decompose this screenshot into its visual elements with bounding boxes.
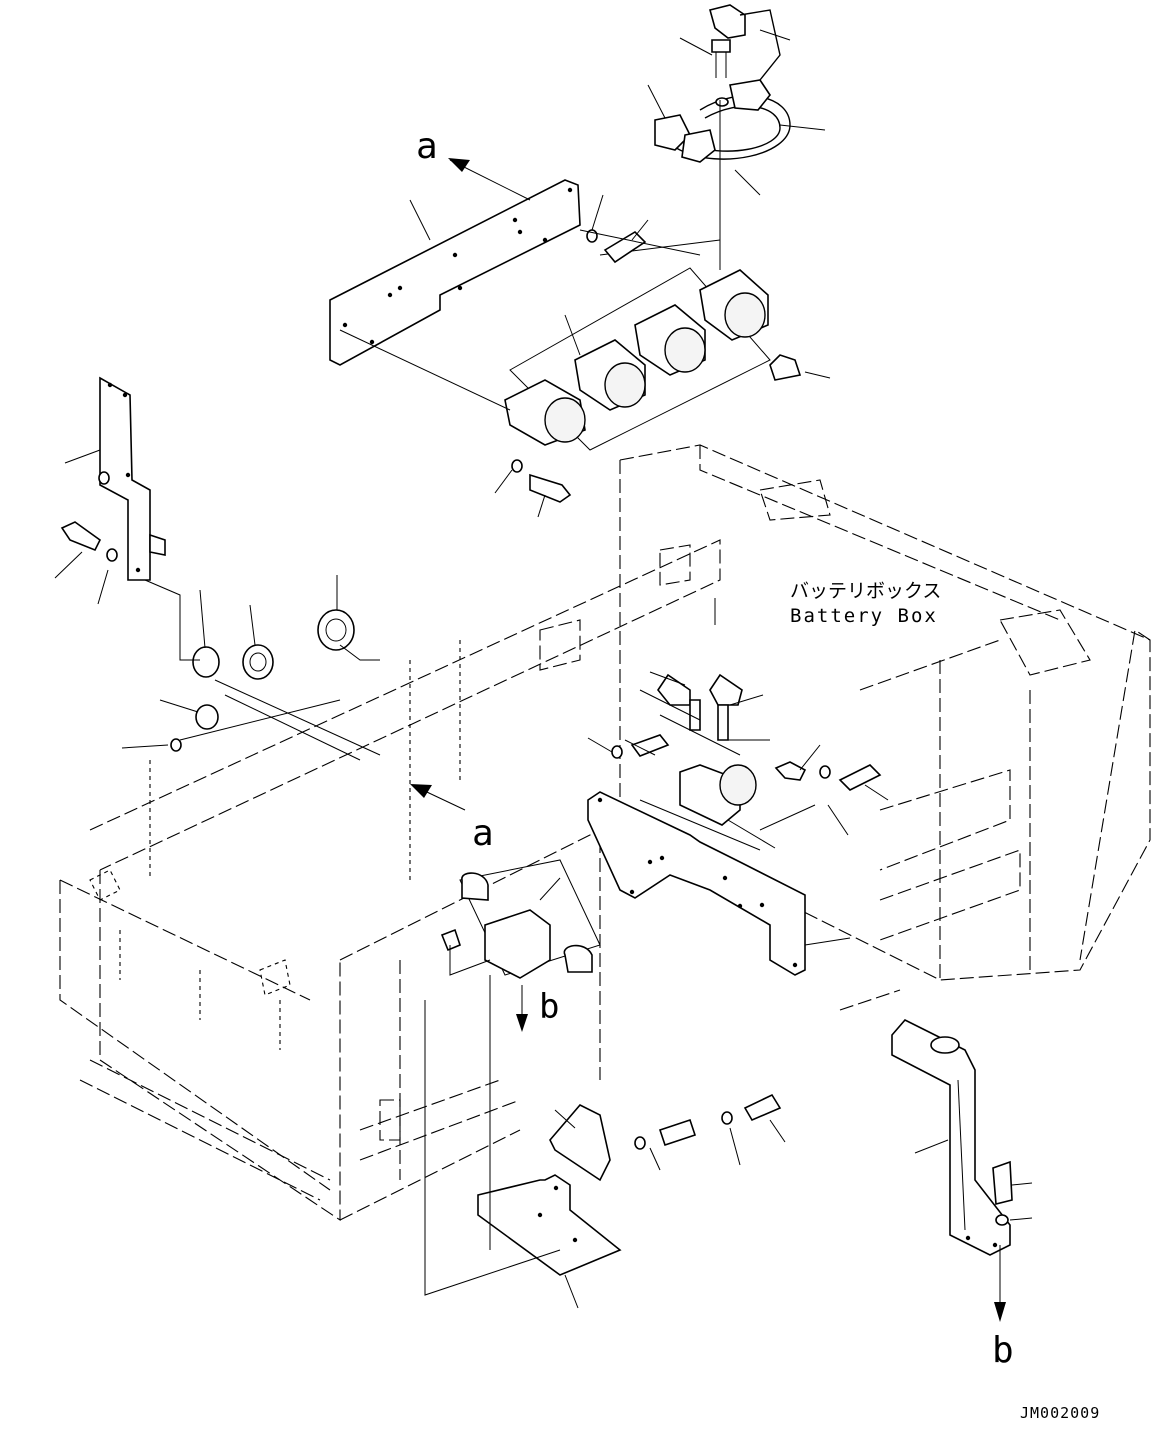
right-socket xyxy=(639,673,770,826)
plug-cable-assembly xyxy=(654,4,791,163)
drawing-code: JM002009 xyxy=(1020,1404,1100,1422)
arrow-b-right xyxy=(994,1245,1006,1322)
arrow-a-top xyxy=(448,158,531,201)
arrow-a-mid xyxy=(410,784,466,811)
lower-bracket xyxy=(477,1093,782,1276)
top-cover-plate xyxy=(329,179,581,366)
socket-2 xyxy=(574,339,646,411)
reference-label-b-mid: b xyxy=(539,987,559,1027)
chassis-frame xyxy=(59,539,901,1222)
left-bracket xyxy=(98,376,166,581)
socket-3 xyxy=(634,304,706,376)
plug-socket-row xyxy=(504,100,771,451)
left-bolt xyxy=(60,521,118,562)
hardware-right xyxy=(611,734,882,791)
battery-box-label-jp: バッテリボックス xyxy=(790,580,941,602)
reference-label-a-mid: a xyxy=(472,813,494,854)
reference-label-a-top: a xyxy=(416,126,438,167)
arrow-b-mid xyxy=(516,985,528,1032)
grommets xyxy=(170,609,355,752)
tall-bracket xyxy=(891,1019,1013,1256)
reference-label-b-right: b xyxy=(992,1330,1014,1371)
right-socket-bracket xyxy=(587,791,806,976)
socket-4 xyxy=(699,269,769,341)
leader-lines xyxy=(54,29,1033,1309)
assembly-lines xyxy=(144,229,816,1296)
hardware-top xyxy=(511,229,802,503)
socket-1 xyxy=(504,379,586,446)
battery-box-label-en: Battery Box xyxy=(790,605,938,627)
battery-box-outline xyxy=(619,444,1151,981)
center-clamp-module xyxy=(440,859,601,979)
